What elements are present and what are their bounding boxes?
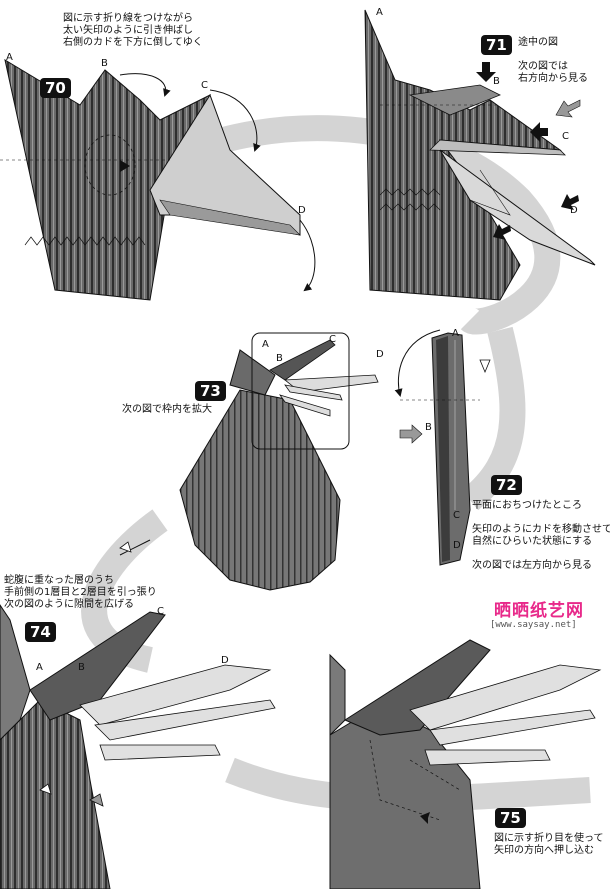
step-74-figure [0, 604, 276, 889]
step-75-instruction: 図に示す折り目を使って 矢印の方向へ押し込む [494, 833, 604, 856]
point-label-b: B [276, 353, 283, 364]
step-number-75: 75 [495, 808, 526, 828]
step-number-74: 74 [25, 622, 56, 642]
step-72-instruction: 平面におちつけたところ 矢印のようにカドを移動させて 自然にひらいた状態にする … [472, 500, 610, 571]
step-75-figure [329, 639, 602, 889]
point-label-d: D [453, 540, 461, 551]
step-74-instruction: 蛇腹に重なった層のうち 手前側の1層目と2層目を引っ張り 次の図のように隙間を広… [4, 575, 157, 610]
site-logo: 晒晒纸艺网 [494, 601, 584, 621]
step-70-figure [0, 58, 316, 301]
step-number-72: 72 [491, 475, 522, 495]
point-label-b: B [78, 662, 85, 673]
step-71-instruction: 途中の図 次の図では 右方向から見る [518, 37, 588, 84]
point-label-a: A [36, 662, 43, 673]
point-label-c: C [562, 131, 569, 142]
point-label-a: A [376, 7, 383, 18]
step-71-figure [364, 9, 596, 301]
point-label-b: B [101, 58, 108, 69]
point-label-a: A [6, 52, 13, 63]
step-70-instruction: 図に示す折り線をつけながら 太い矢印のように引き伸ばし 右側のカドを下方に倒して… [63, 13, 203, 48]
step-73-instruction: 次の図で枠内を拡大 [122, 404, 212, 415]
step-number-71: 71 [481, 35, 512, 55]
step-number-73: 73 [195, 381, 226, 401]
point-label-a: A [262, 339, 269, 350]
point-label-d: D [298, 205, 306, 216]
point-label-c: C [157, 606, 164, 617]
point-label-b: B [493, 76, 500, 87]
point-label-d: D [570, 205, 578, 216]
point-label-a: A [452, 328, 459, 339]
point-label-c: C [453, 510, 460, 521]
step-number-70: 70 [40, 78, 71, 98]
point-label-c: C [201, 80, 208, 91]
step-73-figure [119, 332, 379, 591]
point-label-c: C [329, 334, 336, 345]
point-label-d: D [221, 655, 229, 666]
site-url: [www.saysay.net] [490, 620, 577, 630]
step-72-figure [394, 329, 491, 566]
point-label-b: B [425, 422, 432, 433]
point-label-d: D [376, 349, 384, 360]
